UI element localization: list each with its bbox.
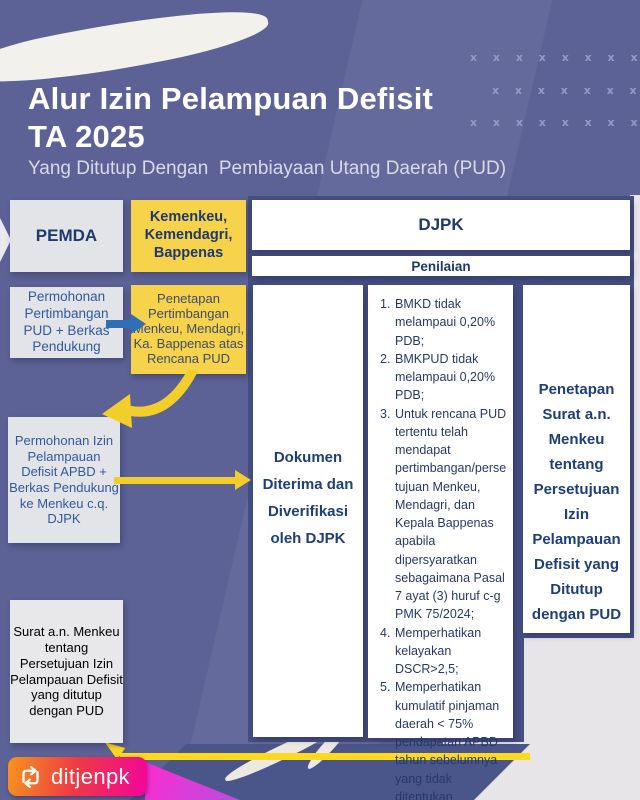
column-header-pemda: PEMDA [10,200,123,272]
criteria-item-1: 1.BMKD tidak melampaui 0,20% PDB; [380,297,496,348]
social-handle-badge: ditjenpk [8,757,147,796]
yellow-right-arrow-icon [114,470,251,490]
criteria-item-2: 2.BMKPUD tidak melampaui 0,20% PDB; [380,351,496,403]
column-subheader-penilaian: Penilaian [252,256,630,276]
flow-box-surat-final: Surat a.n. Menkeu tentang Persetujuan Iz… [10,600,123,743]
page-title: Alur Izin Pelampuan Defisit TA 2025 [28,80,433,156]
yellow-connector-line [120,753,530,760]
flow-box-penetapan-surat: Penetapan Surat a.n. Menkeu tentang Pers… [523,285,630,633]
left-edge-arrow-icon [0,218,11,262]
page-subtitle: Yang Ditutup Dengan Pembiayaan Utang Dae… [28,158,507,179]
x-pattern-row-3: x x x x x x x x [470,116,640,129]
criteria-item-3: 3.Untuk rencana PUD tertentu telah menda… [380,406,507,622]
flow-box-penetapan-pertimbangan: Penetapan Pertimbangan Menkeu, Mendagri,… [131,285,246,374]
social-handle-text: ditjenpk [51,763,131,789]
x-pattern-row-2: x x x x x x x x [492,84,640,97]
page-title-line2: TA 2025 [28,118,145,154]
penilaian-criteria-list: 1.BMKD tidak melampaui 0,20% PDB; 2.BMKP… [368,285,513,800]
flow-box-permohonan-izin: Permohonan Izin Pelampauan Defisit APBD … [8,417,120,543]
yellow-curved-arrow-icon [102,370,197,428]
blue-right-arrow-icon [106,314,146,334]
column-header-djpk: DJPK [252,200,630,250]
repost-icon [22,765,39,788]
criteria-item-4: 4.Memperhatikan kelayakan DSCR>2,5; [380,625,482,677]
flow-box-dokumen-diverifikasi: Dokumen Diterima dan Diverifikasi oleh D… [253,285,363,737]
flow-box-permohonan-pertimbangan: Permohonan Pertimbangan PUD + Berkas Pen… [10,287,123,358]
page-title-line1: Alur Izin Pelampuan Defisit [28,81,434,116]
x-pattern-row-1: x x x x x x x x [470,51,640,64]
criteria-item-5: 5.Memperhatikan kumulatif pinjaman daera… [380,680,500,800]
column-header-kemenkeu: Kemenkeu, Kemendagri, Bappenas [131,200,246,272]
right-edge-light-strip [630,195,640,625]
flow-box-penilaian-criteria: 1.BMKD tidak melampaui 0,20% PDB; 2.BMKP… [368,285,513,800]
